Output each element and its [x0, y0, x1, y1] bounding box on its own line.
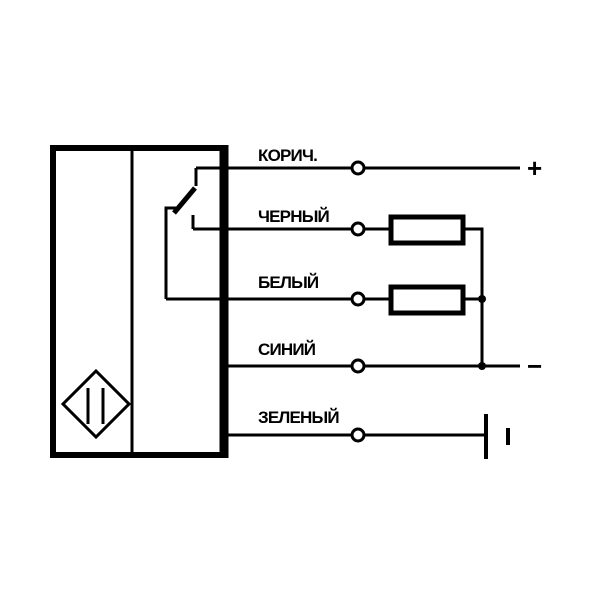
load-resistors: [388, 214, 466, 316]
wire-label-white: БЕЛЫЙ: [258, 273, 319, 292]
junction-dots: [478, 295, 486, 370]
plus-terminal-sign: +: [527, 153, 542, 183]
terminal-black: [350, 221, 366, 237]
sensor-body: [50, 145, 229, 458]
inductive-sensor-icon: [60, 368, 132, 440]
resistor-icon: [388, 214, 466, 246]
ground-icon: [484, 414, 510, 459]
terminal-white: [350, 291, 366, 307]
minus-terminal-sign: −: [527, 351, 542, 381]
switch-contact-icon: [164, 168, 198, 299]
terminal-brown: [350, 160, 366, 176]
terminal-blue: [350, 358, 366, 374]
load-bus: [465, 227, 484, 366]
wire-label-blue: СИНИЙ: [258, 340, 316, 359]
resistor-icon: [388, 284, 466, 316]
wire-label-green: ЗЕЛЕНЫЙ: [258, 408, 339, 427]
wire-label-black: ЧЕРНЫЙ: [258, 207, 330, 226]
wires: [166, 166, 520, 437]
terminal-green: [350, 427, 366, 443]
wire-label-brown: КОРИЧ.: [258, 146, 317, 165]
terminals: [350, 160, 366, 443]
